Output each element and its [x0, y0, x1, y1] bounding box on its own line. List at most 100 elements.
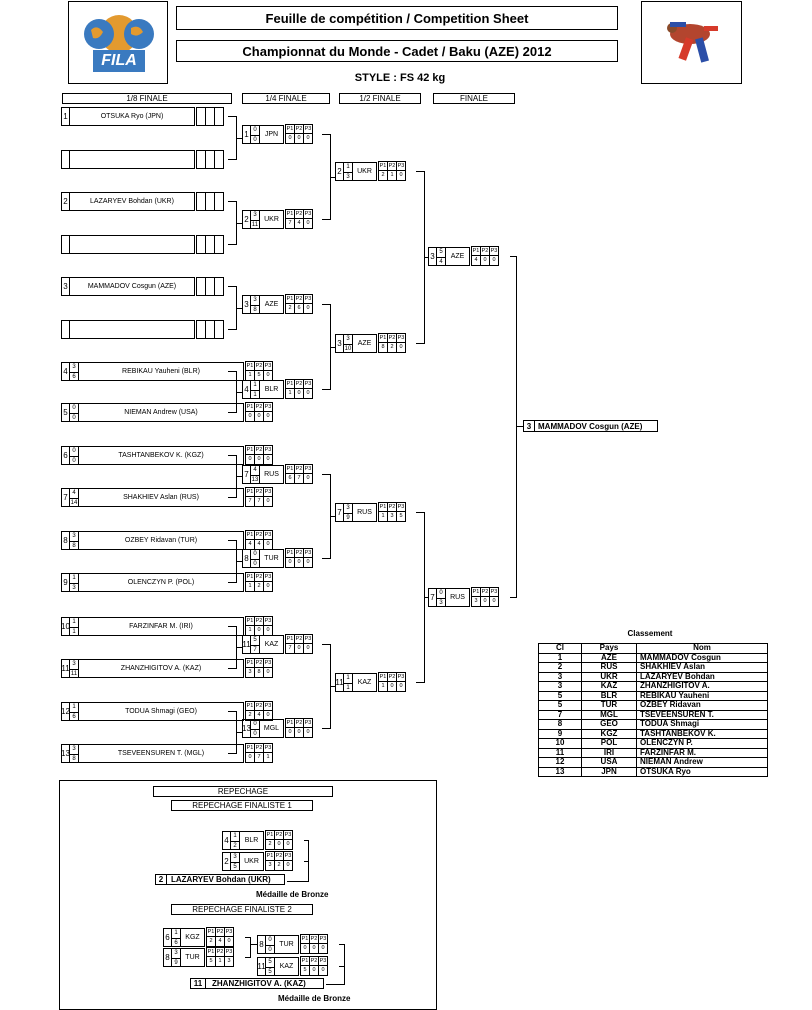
points-value: 0 [303, 133, 313, 144]
entry-score-bottom: 3 [439, 600, 443, 606]
entry-score-bottom: 6 [174, 940, 178, 946]
cls-country: KAZ [581, 681, 637, 692]
cls-rank: 13 [538, 766, 582, 777]
cls-name: TSEVEENSUREN T. [636, 709, 768, 720]
entry-seed: 8 [163, 948, 172, 967]
points-value: 0 [263, 667, 273, 678]
points-value: 0 [224, 936, 234, 947]
empty-cell [214, 235, 224, 254]
entry-name: AZE [446, 247, 470, 266]
empty-points-grid [196, 277, 224, 296]
entry-name: MAMMADOV Cosgun (AZE) [70, 277, 195, 296]
empty-cell [214, 150, 224, 169]
bracket-line [228, 286, 236, 287]
entry-seed: 5 [61, 403, 70, 422]
entry-name: UKR [240, 852, 264, 871]
entry-points [196, 277, 224, 296]
fila-globe-icon [84, 15, 154, 53]
bracket-line [228, 159, 236, 160]
entry-score-bottom: 10 [344, 346, 352, 352]
points-value: 1 [263, 752, 273, 763]
entry-name [70, 150, 195, 169]
entry-seed: 13 [242, 719, 251, 738]
cls-country: AZE [581, 652, 637, 663]
entry-name: OZBEY Ridavan (TUR) [79, 531, 244, 550]
entry-name: MGL [260, 719, 284, 738]
entry-seed: 11 [242, 635, 251, 654]
entry-score-top: 1 [70, 618, 78, 628]
round-header-r16: 1/8 FINALE [62, 93, 232, 104]
entry-name: ZHANZHIGITOV A. (KAZ) [79, 659, 244, 678]
entry-name: LAZARYEV Bohdan (UKR) [70, 192, 195, 211]
points-value: 3 [224, 956, 234, 967]
bracket-line [339, 944, 344, 945]
cls-country: MGL [581, 709, 637, 720]
cls-rank: 1 [538, 652, 582, 663]
entry-seed: 8 [242, 549, 251, 568]
bracket-line [228, 371, 236, 372]
entry-score-bottom: 0 [268, 947, 272, 953]
entry-name: FARZINFAR M. (IRI) [79, 617, 244, 636]
entry-score-top: 5 [251, 636, 259, 646]
bracket-line [236, 222, 242, 224]
entry-name: TUR [181, 948, 205, 967]
entry-seed: 7 [61, 488, 70, 507]
cls-name: FARZINFAR M. [636, 747, 768, 758]
entry-points [196, 235, 224, 254]
points-value: 5 [396, 511, 406, 522]
cls-country: RUS [581, 662, 637, 673]
round-header-qf: 1/4 FINALE [242, 93, 330, 104]
bracket-line [228, 582, 236, 583]
bracket-line [287, 881, 309, 882]
bracket-line [228, 244, 236, 245]
entry-seed: 3 [61, 277, 70, 296]
cls-rank: 7 [538, 709, 582, 720]
empty-cell [214, 107, 224, 126]
repechage-f2-result-num: 11 [191, 979, 206, 988]
points-value: 0 [303, 727, 313, 738]
empty-points-grid [196, 107, 224, 126]
entry-score-top: 0 [266, 936, 274, 946]
cls-rank: 3 [538, 681, 582, 692]
empty-cell [214, 320, 224, 339]
bracket-line [228, 753, 236, 754]
winner-name: MAMMADOV Cosgun (AZE) [538, 421, 643, 431]
cls-name: OTSUKA Ryo [636, 766, 768, 777]
bracket-line [510, 597, 516, 598]
entry-score-bottom: 5 [233, 864, 237, 870]
entry-seed: 13 [61, 744, 70, 763]
cls-rank: 10 [538, 738, 582, 749]
classement-title: Classement [627, 629, 673, 638]
cls-rank: 12 [538, 757, 582, 768]
entry-name: BLR [260, 380, 284, 399]
bracket-line [330, 346, 335, 348]
entry-seed [61, 150, 70, 169]
entry-score-bottom: 1 [346, 685, 350, 691]
entry-score-bottom: 6 [72, 714, 76, 720]
entry-score-bottom: 2 [233, 843, 237, 849]
